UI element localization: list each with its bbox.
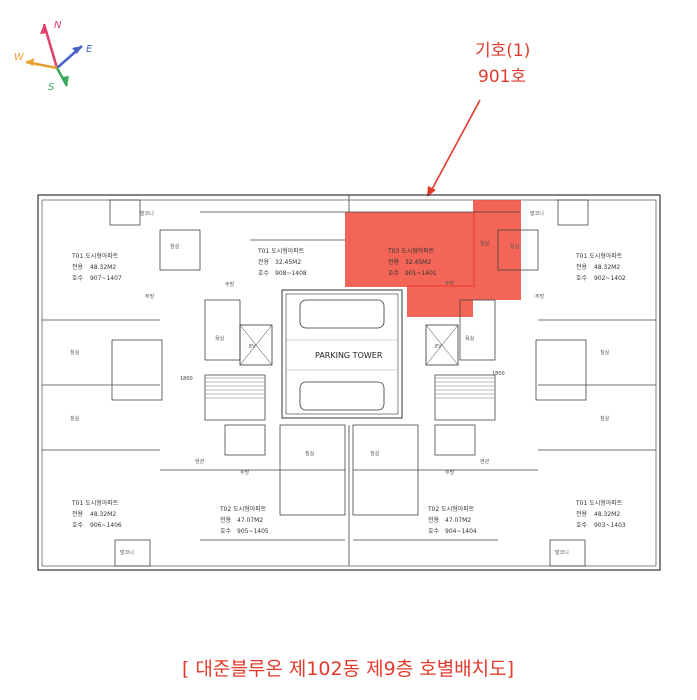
parking-tower: PARKING TOWER [281,289,403,419]
room-balcony-bl: 발코니 [120,549,134,556]
svg-text:32.45M2: 32.45M2 [405,259,431,266]
svg-text:48.32M2: 48.32M2 [90,264,116,271]
compass-icon: N E S W [14,20,93,93]
svg-text:T01 도시형아파트: T01 도시형아파트 [575,499,623,507]
svg-text:T01 도시형아파트: T01 도시형아파트 [257,247,305,255]
svg-text:호수: 호수 [388,270,400,277]
room-bedroom-l1: 침실 [70,349,80,356]
svg-text:32.45M2: 32.45M2 [275,259,301,266]
room-kitchen-sel: 주방 [445,280,455,287]
compass-s: S [48,82,55,93]
svg-text:전용: 전용 [258,258,270,266]
svg-text:T01 도시형아파트: T01 도시형아파트 [575,252,623,260]
room-bedroom-l2: 침실 [70,415,80,422]
room-entry-br: 현관 [480,458,490,465]
svg-text:호수: 호수 [220,528,232,535]
svg-text:호수: 호수 [72,522,84,529]
unit-info-bl: T01 도시형아파트 전용 48.32M2 호수 906~1406 [71,499,122,529]
unit-info-901: T03 도시형아파트 전용 32.45M2 호수 901~1401 [387,247,437,277]
unit-info-br: T01 도시형아파트 전용 48.32M2 호수 903~1403 [575,499,626,529]
room-kitchen-tc: 주방 [225,281,235,288]
svg-text:903~1403: 903~1403 [594,522,626,529]
svg-text:전용: 전용 [72,510,84,518]
elevator-left: EV [239,324,273,366]
compass-w: W [14,52,25,63]
svg-text:전용: 전용 [220,516,232,524]
room-balcony-tr: 발코니 [530,210,544,217]
svg-text:905~1405: 905~1405 [237,528,269,535]
room-bedroom-bcr: 침실 [370,450,380,457]
unit-info-tl: T01 도시형아파트 전용 48.32M2 호수 907~1407 [71,252,122,282]
svg-text:호수: 호수 [576,275,588,282]
svg-text:47.07M2: 47.07M2 [237,517,263,524]
room-labels: 침실 침실 침실 침실 침실 침실 침실 침실 침실 주방 주방 주방 주방 주… [70,210,610,556]
dimension-right: 1800 [492,371,505,377]
callout-line2: 901호 [478,67,526,87]
callout-line1: 기호(1) [475,41,530,61]
svg-text:48.32M2: 48.32M2 [90,511,116,518]
compass-e: E [86,44,93,55]
room-bedroom-tl: 침실 [170,243,180,250]
svg-text:전용: 전용 [576,263,588,271]
elevator-left-label: EV [249,344,256,350]
svg-text:906~1406: 906~1406 [90,522,122,529]
svg-text:호수: 호수 [72,275,84,282]
room-balcony-tl: 발코니 [140,210,154,217]
room-bedroom-bcl: 침실 [305,450,315,457]
room-kitchen-tl: 주방 [145,293,155,300]
elevator-right: EV [425,324,459,366]
unit-info-tc: T01 도시형아파트 전용 32.45M2 호수 908~1408 [257,247,307,277]
interior-walls [42,195,656,567]
room-bath-r: 욕실 [465,335,475,342]
room-bath-l: 욕실 [215,335,225,342]
svg-text:전용: 전용 [576,510,588,518]
room-bedroom-r1: 침실 [600,349,610,356]
svg-text:전용: 전용 [428,516,440,524]
svg-text:T01 도시형아파트: T01 도시형아파트 [71,499,119,507]
room-kitchen-bcl: 주방 [240,469,250,476]
room-entry-bl: 현관 [195,458,205,465]
svg-text:T01 도시형아파트: T01 도시형아파트 [71,252,119,260]
svg-text:T03 도시형아파트: T03 도시형아파트 [387,247,435,255]
page-title: [ 대준블루온 제102동 제9층 호별배치도] [182,658,514,680]
elevator-right-label: EV [435,344,442,350]
room-kitchen-tr: 주방 [535,293,545,300]
unit-info-bcr: T02 도시형아파트 전용 47.07M2 호수 904~1404 [427,505,477,535]
svg-text:호수: 호수 [258,270,270,277]
unit-info-bcl: T02 도시형아파트 전용 47.07M2 호수 905~1405 [219,505,269,535]
svg-text:T02 도시형아파트: T02 도시형아파트 [219,505,267,513]
unit-901-highlight [345,200,521,317]
svg-text:호수: 호수 [576,522,588,529]
svg-text:47.07M2: 47.07M2 [445,517,471,524]
callout-arrow [427,99,481,197]
svg-text:902~1402: 902~1402 [594,275,626,282]
room-bedroom-tr: 침실 [510,243,520,250]
svg-text:908~1408: 908~1408 [275,270,307,277]
svg-text:48.32M2: 48.32M2 [594,511,620,518]
dimension-left: 1800 [180,376,193,382]
svg-text:48.32M2: 48.32M2 [594,264,620,271]
svg-text:호수: 호수 [428,528,440,535]
room-bedroom-sel: 침실 [480,240,490,247]
svg-text:904~1404: 904~1404 [445,528,477,535]
svg-text:전용: 전용 [388,258,400,266]
svg-text:T02 도시형아파트: T02 도시형아파트 [427,505,475,513]
unit-info-tr: T01 도시형아파트 전용 48.32M2 호수 902~1402 [575,252,626,282]
room-kitchen-bcr: 주방 [445,469,455,476]
room-bedroom-r2: 침실 [600,415,610,422]
parking-tower-label: PARKING TOWER [315,351,383,360]
svg-text:901~1401: 901~1401 [405,270,437,277]
svg-text:907~1407: 907~1407 [90,275,122,282]
stairs [205,377,495,399]
room-balcony-br: 발코니 [555,549,569,556]
compass-n: N [54,20,62,31]
svg-text:전용: 전용 [72,263,84,271]
